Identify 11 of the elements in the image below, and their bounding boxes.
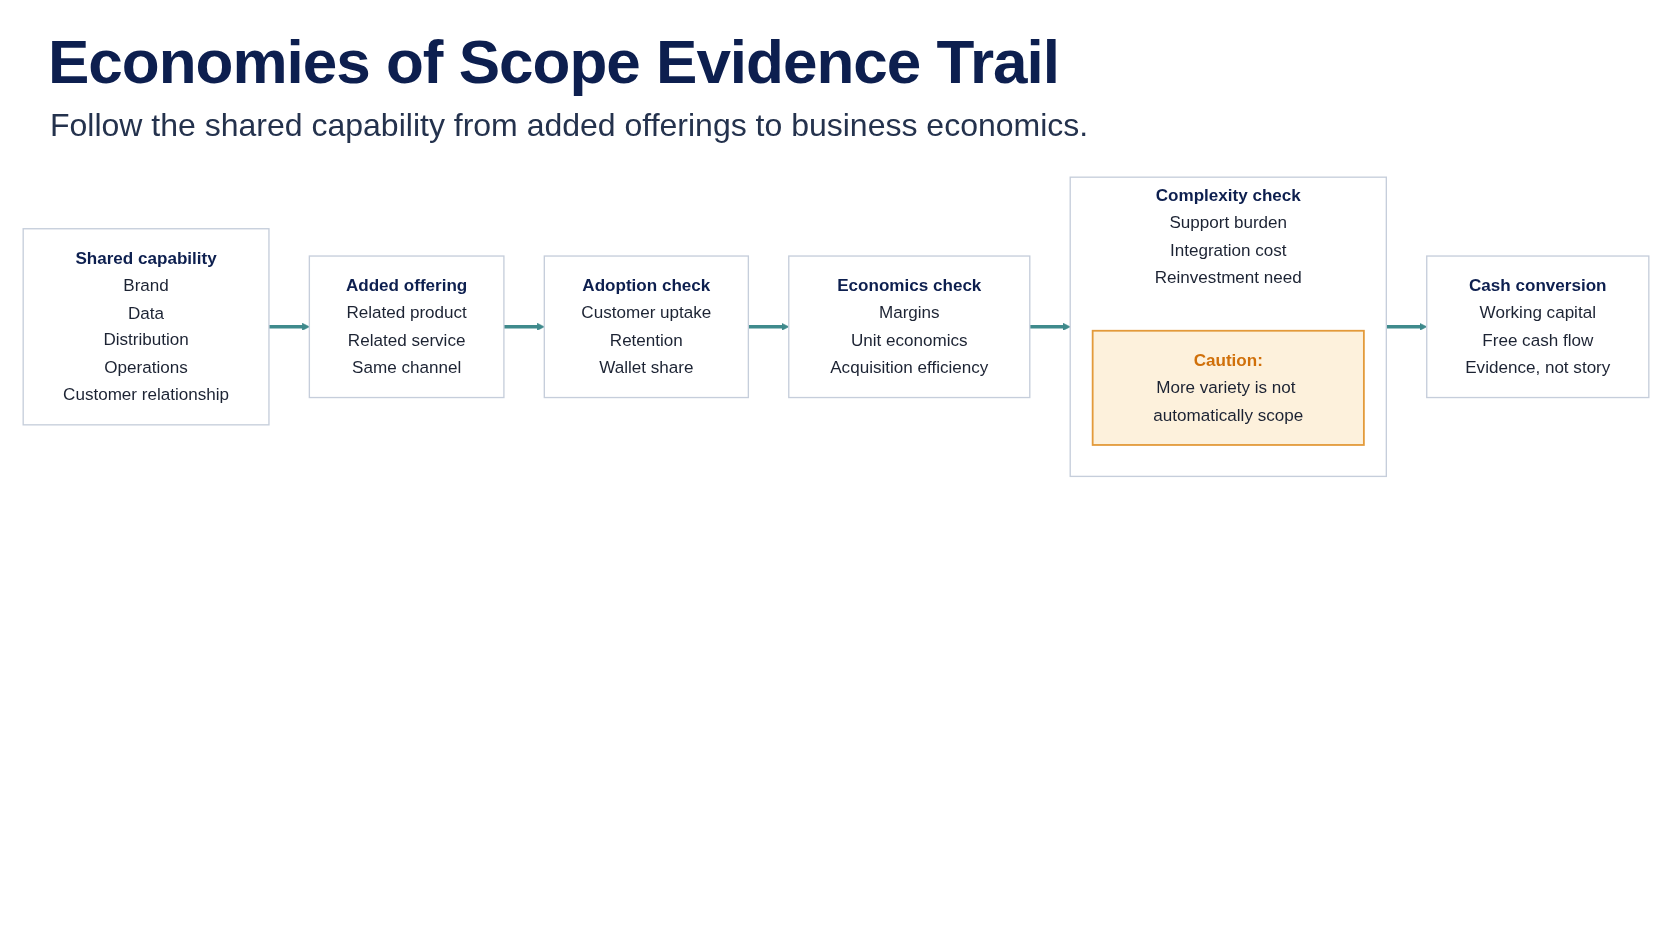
diagram-title: Economies of Scope Evidence Trail <box>48 26 1060 97</box>
node-box: Caution: More variety is not automatically scope <box>1091 329 1365 446</box>
arrow <box>503 322 545 331</box>
node-box: Economics check Margins Unit economics Acquisition efficiency <box>788 255 1031 399</box>
subtitle: Follow the shared capability from added offerings to business economics. <box>50 107 1090 144</box>
arrow <box>1029 322 1071 331</box>
node-box: Added offering Related product Related service Same channel <box>308 255 505 399</box>
node-box: Cash conversion Working capital Free cash flow Evidence, not story <box>1426 255 1650 399</box>
node-box: Adoption check Customer uptake Retention Wallet share <box>543 255 750 399</box>
node-box: Shared capability Brand Data Distribution Operations Customer relationship <box>22 228 270 426</box>
arrow <box>268 322 310 331</box>
